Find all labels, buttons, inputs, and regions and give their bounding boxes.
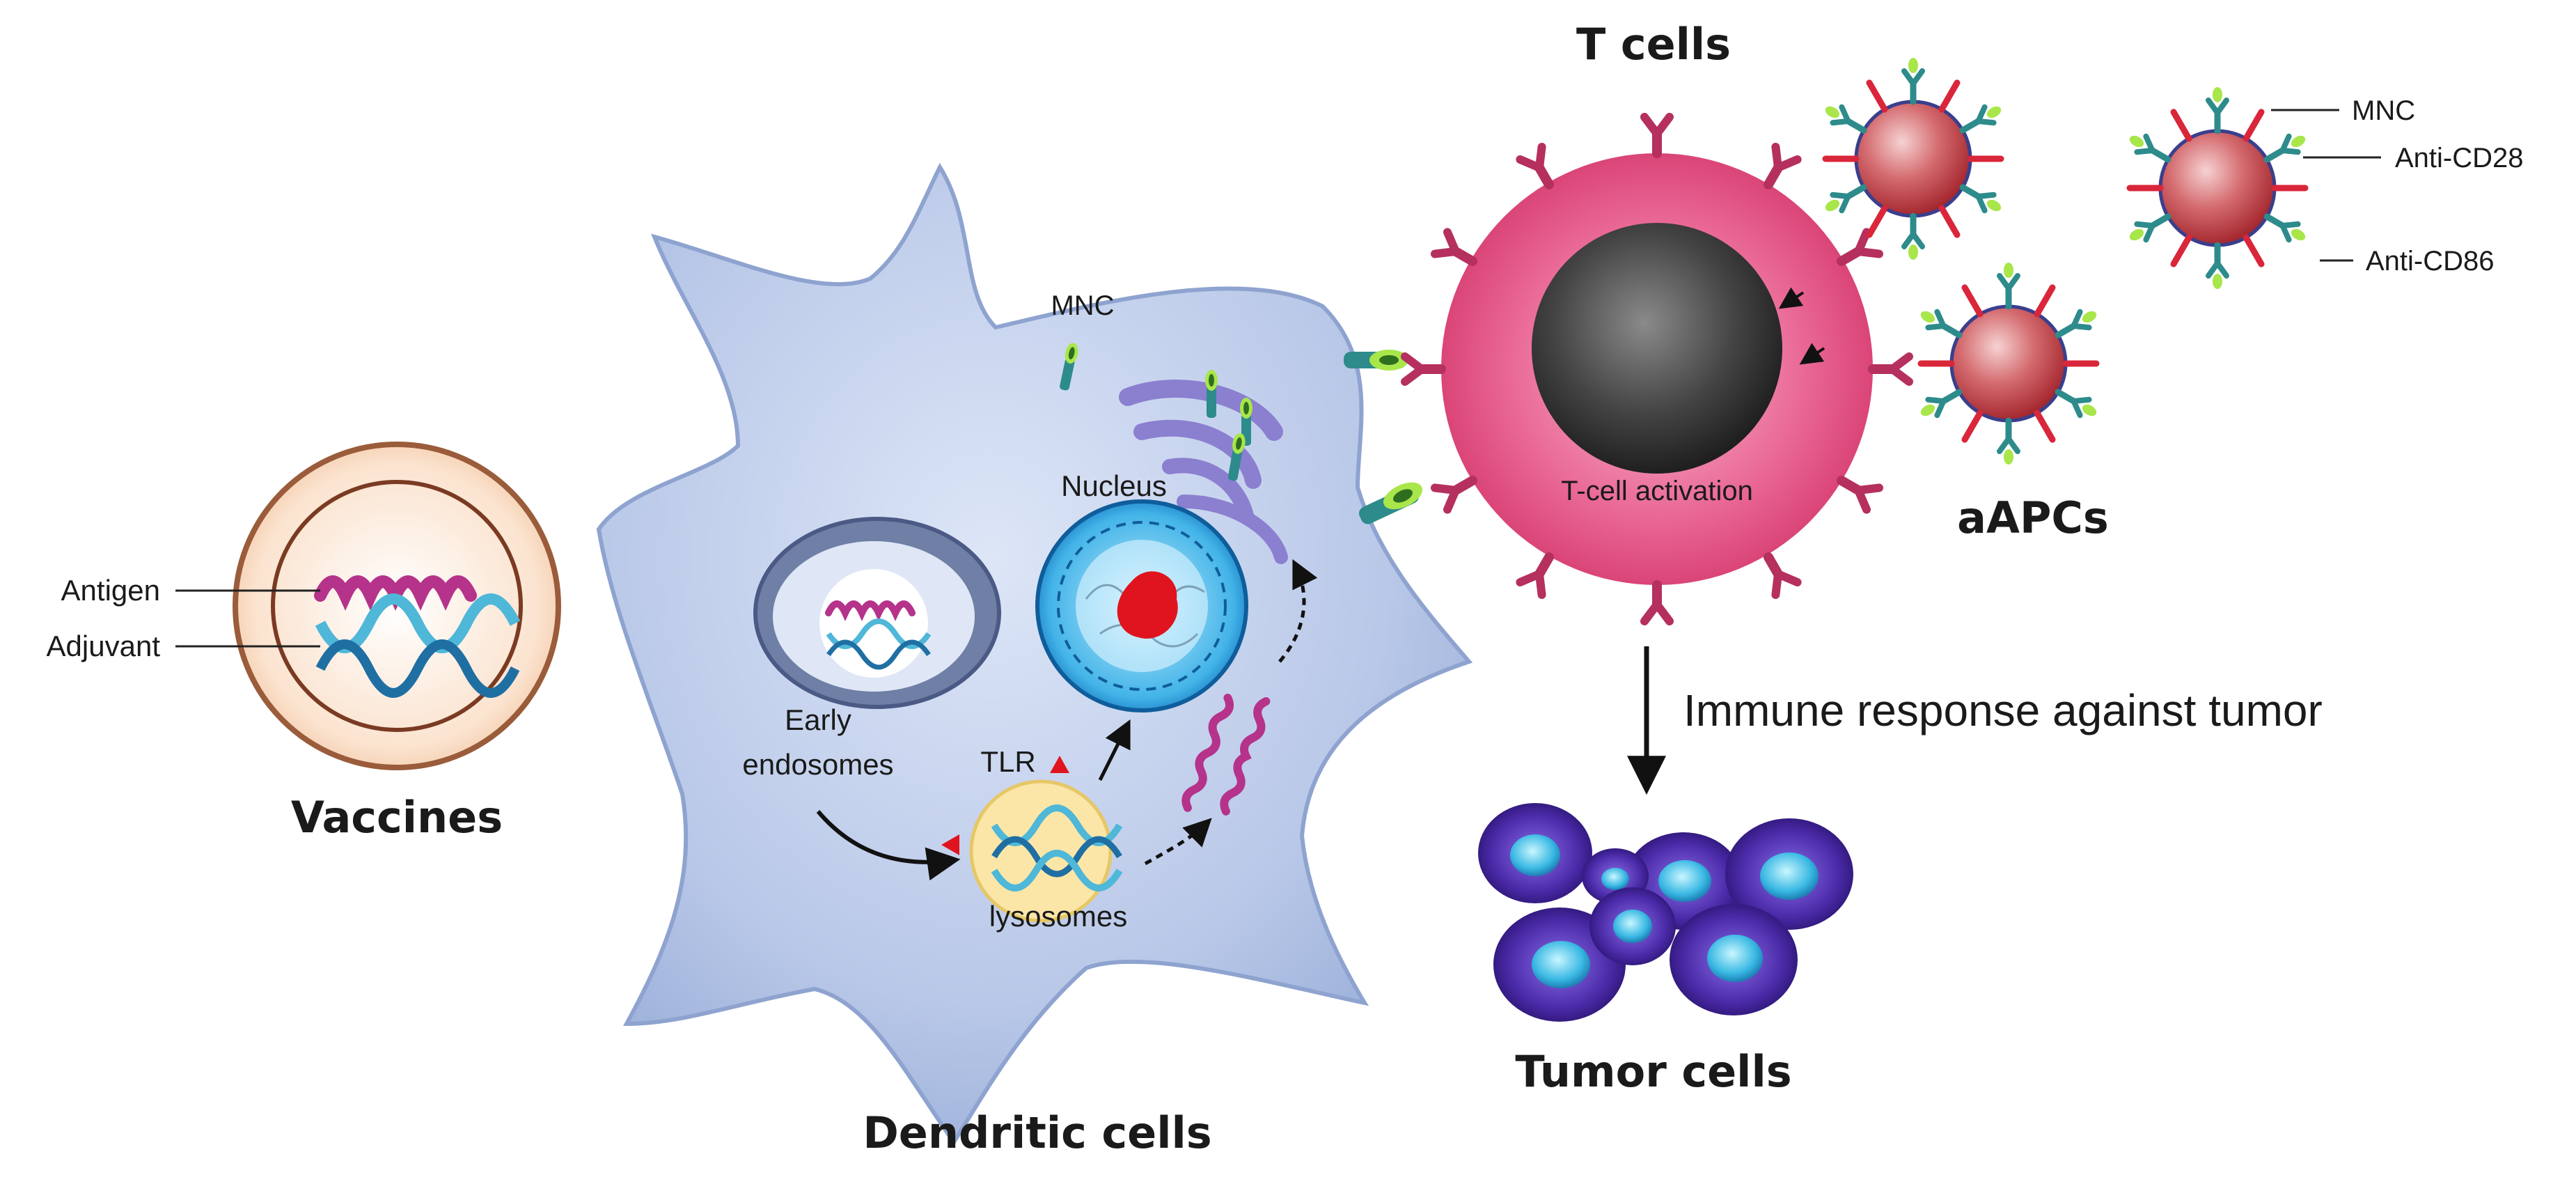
tcr-receptor (1644, 117, 1670, 153)
tlr-triangle-top (1050, 756, 1069, 773)
antigen-strand (314, 575, 477, 611)
lysosome (969, 779, 1123, 923)
adjuvant-helix (315, 593, 521, 698)
nucleus-label: Nucleus (1061, 469, 1167, 502)
tcells-title: T cells (1576, 19, 1731, 70)
aapc-particle-1 (1821, 58, 2005, 260)
aapc-anti-cd28-label: Anti-CD28 (2395, 143, 2524, 173)
adjuvant-label: Adjuvant (47, 630, 161, 662)
dendritic-cell-body (596, 162, 1473, 1146)
t-cell (1405, 117, 1909, 621)
vaccines-title: Vaccines (291, 792, 503, 843)
arrow-lysosome-to-nucleus (1098, 719, 1131, 781)
tcell-activation-label: T-cell activation (1561, 476, 1753, 506)
early-endosome (753, 517, 1001, 709)
aapc-mnc-label: MNC (2352, 95, 2415, 126)
tumor-cells-title: Tumor cells (1515, 1046, 1791, 1097)
antigen-peptides (1181, 694, 1271, 816)
tcr-receptor (1757, 551, 1797, 595)
dendritic-cells-title: Dendritic cells (863, 1107, 1211, 1158)
golgi-mnc-1 (1205, 370, 1218, 418)
arrow-lysosome-to-peptides (1144, 818, 1212, 866)
aapc-particle-2 (2126, 87, 2309, 289)
dc-tcell-synapse-1 (1344, 350, 1408, 371)
lysosomes-label: lysosomes (989, 900, 1127, 933)
antigen-label: Antigen (61, 574, 160, 607)
tcr-receptor (1644, 585, 1670, 621)
aapc-particle-3 (1917, 263, 2100, 465)
dc-tcell-synapse-2 (1359, 482, 1423, 524)
vaccine-particle (233, 442, 561, 770)
tumor-cell-cluster (1478, 803, 1853, 1022)
early-endosomes-label-line1: Early (785, 703, 851, 736)
arrow-endosome-to-lysosome (816, 810, 961, 881)
tcr-receptor (1873, 357, 1909, 382)
immune-response-label: Immune response against tumor (1683, 685, 2323, 735)
aapc-anti-cd86-label: Anti-CD86 (2366, 246, 2495, 276)
aapcs-title: aAPCs (1957, 492, 2109, 543)
dc-mnc-label: MNC (1051, 290, 1114, 321)
tlr-label: TLR (980, 745, 1035, 778)
arrow-to-golgi (1278, 559, 1318, 663)
dc-nucleus (1035, 499, 1248, 712)
early-endosomes-label-line2: endosomes (742, 748, 893, 781)
tcr-receptor (1405, 357, 1441, 382)
